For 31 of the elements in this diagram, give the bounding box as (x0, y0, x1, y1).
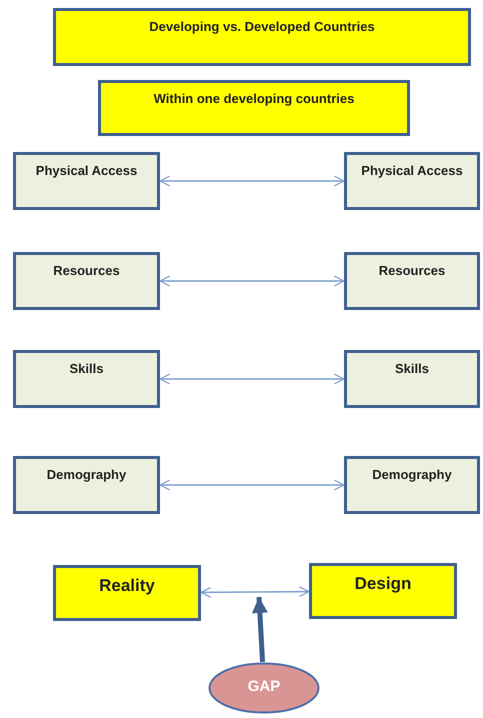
box-label: Reality (99, 576, 155, 596)
box-label: Demography (372, 467, 452, 482)
arrow (252, 596, 268, 662)
process-box (53, 565, 201, 621)
box-label: Resources (53, 263, 120, 278)
box-label: Skills (395, 361, 429, 376)
arrow (159, 373, 345, 385)
box-label: Resources (378, 263, 446, 278)
box-label: Developing vs. Developed Countries (149, 19, 375, 34)
arrow (200, 586, 310, 598)
process-box (344, 252, 480, 310)
oval-label: GAP (248, 678, 280, 695)
process-box (13, 152, 160, 210)
box-label: Physical Access (36, 163, 138, 178)
arrow (159, 275, 345, 287)
arrow (159, 175, 345, 187)
box-label: Design (354, 574, 412, 594)
box-label: Physical Access (361, 163, 463, 178)
box-label: Demography (46, 467, 126, 482)
process-box (344, 456, 480, 514)
process-box (344, 152, 480, 210)
arrow (159, 479, 345, 491)
box-label: Within one developing countries (154, 91, 354, 106)
box-label: Skills (70, 361, 104, 376)
process-box (53, 8, 471, 66)
process-box (344, 350, 480, 408)
process-box (13, 350, 160, 408)
process-box (13, 252, 160, 310)
process-box (98, 80, 410, 136)
process-box (309, 563, 457, 619)
process-box (13, 456, 160, 514)
